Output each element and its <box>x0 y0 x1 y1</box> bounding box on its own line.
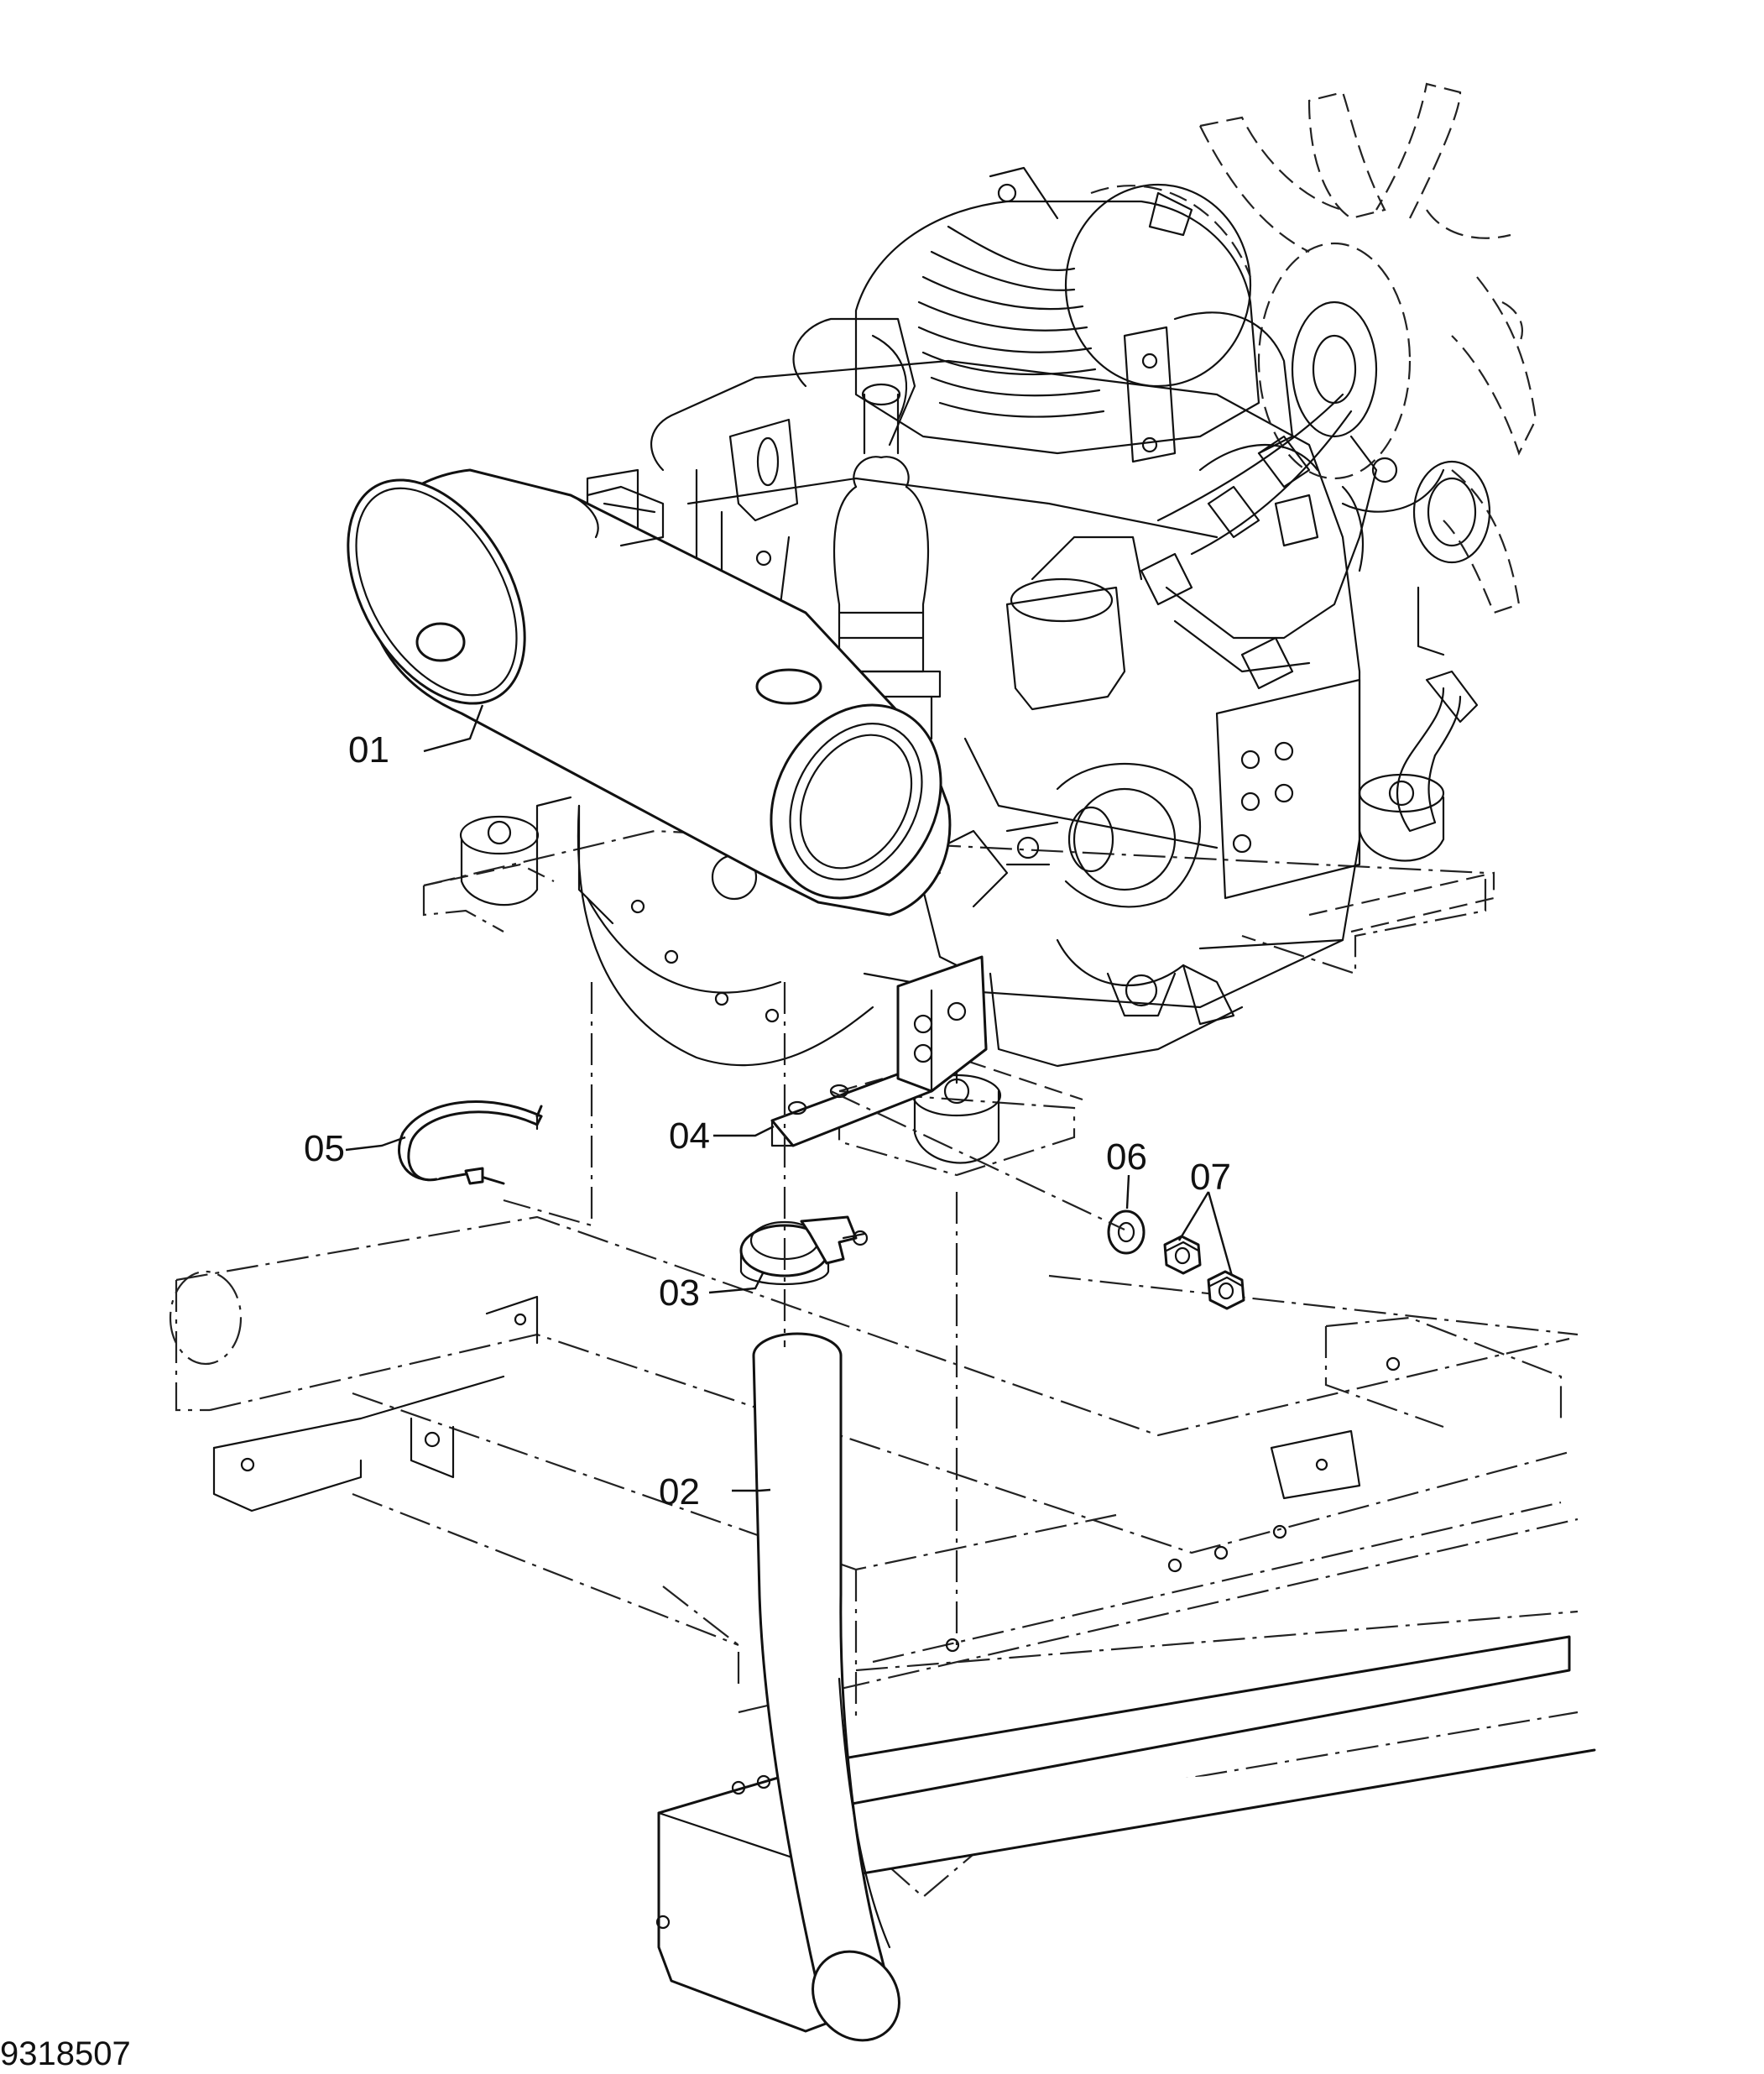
leader-lines <box>345 704 1234 1492</box>
assembly-centerlines <box>503 982 1125 1645</box>
part-05-u-bolt <box>398 1100 543 1185</box>
callout-03: 03 <box>659 1272 700 1314</box>
callout-06: 06 <box>1106 1136 1147 1178</box>
callout-07: 07 <box>1190 1157 1231 1198</box>
cooling-fan-phantom <box>1199 82 1537 614</box>
callout-labels: 01 02 03 04 05 06 07 <box>304 729 1231 1512</box>
callout-01: 01 <box>348 729 389 771</box>
drawing-number: 9318507 <box>0 2035 131 2072</box>
part-06-washer <box>1107 1209 1146 1255</box>
part-03-clamp <box>739 1215 869 1286</box>
part-02-tail-pipe <box>752 1332 900 2042</box>
callout-04: 04 <box>669 1115 710 1157</box>
part-01-muffler <box>347 468 952 917</box>
engine-assembly <box>422 82 1537 1177</box>
callout-05: 05 <box>304 1128 345 1169</box>
callout-02: 02 <box>659 1471 700 1512</box>
part-07-nuts <box>1163 1235 1245 1310</box>
